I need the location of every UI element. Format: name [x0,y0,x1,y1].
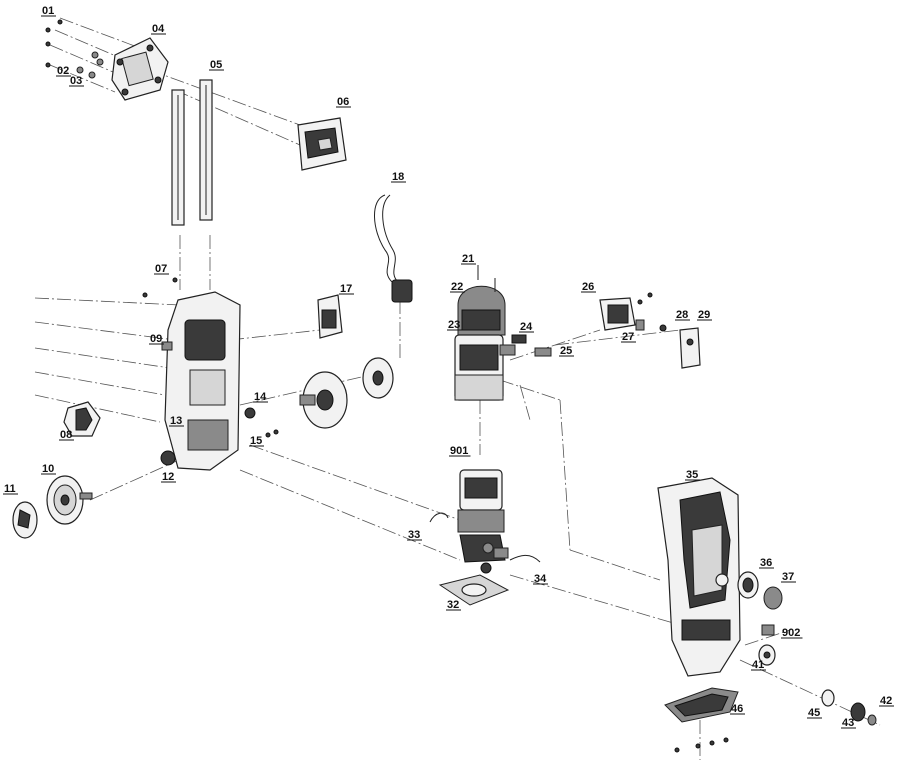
part-21-screws [477,265,496,292]
callout-21: 21 [462,253,474,265]
part-18-power-cord [374,194,413,303]
part-24-25-pump-fittings [511,334,552,357]
callout-08: 08 [60,429,72,441]
callout-22: 22 [451,281,463,293]
callout-13: 13 [170,415,182,427]
part-22-motor-cover [457,285,506,336]
callout-23: 23 [448,319,460,331]
part-35-front-housing [657,477,741,677]
callout-15: 15 [250,435,262,447]
callout-34: 34 [534,573,547,585]
part-36-37-rings [737,571,783,610]
callout-25: 25 [560,345,572,357]
part-32-base-plate [438,562,510,606]
part-04-wall-bracket [111,37,169,101]
part-17-switch [317,294,343,339]
callout-41: 41 [752,659,764,671]
callout-14: 14 [254,391,267,403]
part-902-41-connector [758,624,776,666]
callout-02: 02 [57,65,69,77]
callout-17: 17 [340,283,352,295]
part-26-valve [599,292,653,331]
part-46-base-tray [664,687,739,753]
part-10-wheel [46,475,93,525]
callout-01: 01 [42,5,54,17]
part-09-clip [161,341,173,351]
part-14-15-fasteners [244,407,279,438]
callout-45: 45 [808,707,820,719]
part-34-hose [493,547,541,563]
part-13-rear-housing [160,291,241,471]
part-hose-reel [299,357,394,429]
screws-01-02-03 [45,19,104,79]
part-27-28-29-bracket [635,319,701,369]
callout-12: 12 [162,471,174,483]
part-07-screws [142,277,178,298]
callout-10: 10 [42,463,54,475]
callout-43: 43 [842,717,854,729]
callout-29: 29 [698,309,710,321]
part-23-motor [454,334,516,401]
part-08-knob [63,401,101,437]
callout-27: 27 [622,331,634,343]
callout-42: 42 [880,695,892,707]
callout-09: 09 [150,333,162,345]
callout-26: 26 [582,281,594,293]
callout-06: 06 [337,96,349,108]
callout-07: 07 [155,263,167,275]
part-06-holder [297,117,347,171]
callout-28: 28 [676,309,688,321]
callout-04: 04 [152,23,165,35]
part-11-hubcap [12,501,38,539]
callout-24: 24 [520,321,533,333]
callout-46: 46 [731,703,743,715]
part-45-43-42-nozzle [821,689,877,726]
part-05-rails [171,79,213,226]
callout-32: 32 [447,599,459,611]
callout-37: 37 [782,571,794,583]
callout-35: 35 [686,469,698,481]
callout-05: 05 [210,59,222,71]
callout-18: 18 [392,171,404,183]
callout-902: 902 [782,627,800,639]
callout-11: 11 [4,483,16,495]
callout-33: 33 [408,529,420,541]
callout-36: 36 [760,557,772,569]
callout-901: 901 [450,445,468,457]
assembly-lines [34,17,881,760]
part-33-hose [429,512,449,523]
callout-03: 03 [70,75,82,87]
